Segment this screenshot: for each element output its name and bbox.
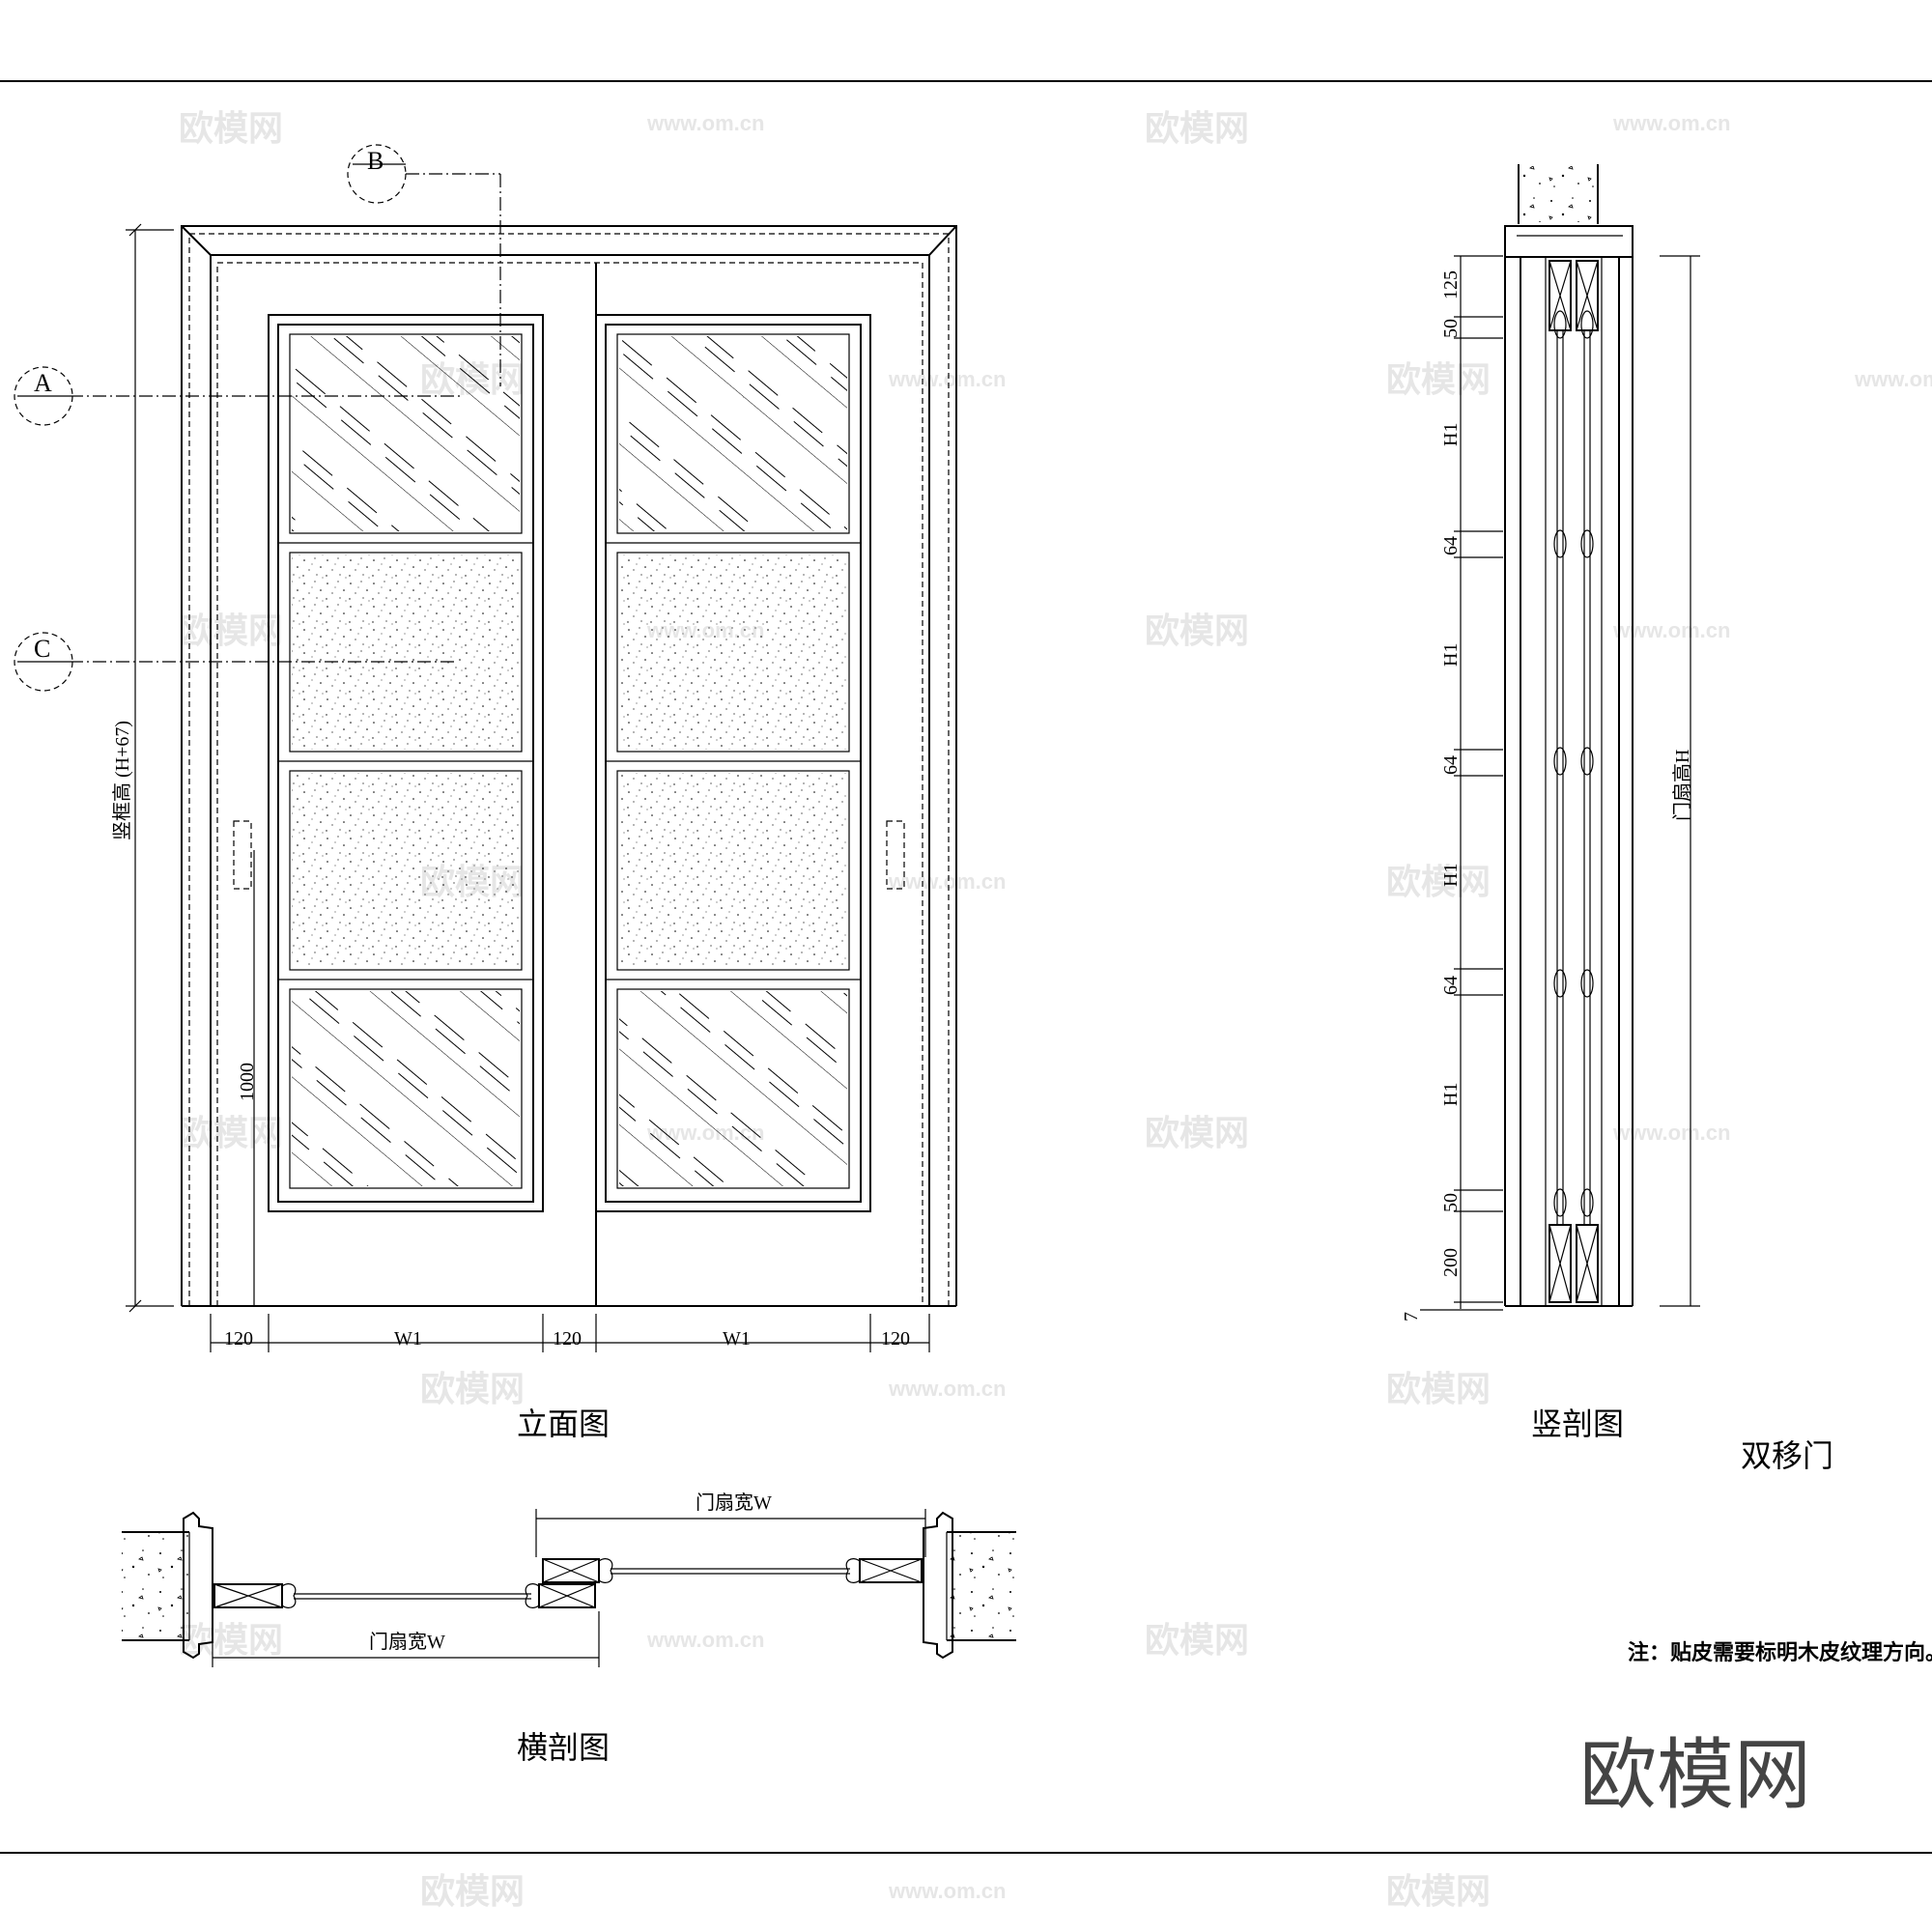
site-logo: 欧模网 — [1579, 1730, 1811, 1820]
watermark-text: 欧模网 — [1145, 1114, 1249, 1153]
watermark-url: www.om.cn — [1612, 1121, 1730, 1145]
veneer-note: 注：贴皮需要标明木皮纹理方向。 — [1628, 1640, 1932, 1665]
watermark-text: 欧模网 — [1145, 109, 1249, 149]
watermark-url: www.om.cn — [646, 1628, 764, 1652]
vs-dim-64-3: 64 — [1440, 976, 1462, 995]
vs-dim-50-bottom: 50 — [1440, 1193, 1462, 1212]
watermark-text: 欧模网 — [1145, 611, 1249, 651]
watermark-text: 欧模网 — [1386, 360, 1491, 400]
vs-dim-h1-3: H1 — [1440, 864, 1462, 887]
elevation-view: 1000 竖框高 (H+67) 120 W1 120 W1 120 A C — [14, 144, 957, 1442]
watermark-text: 欧模网 — [420, 1370, 525, 1409]
dim-120-left: 120 — [224, 1328, 253, 1350]
vs-dim-50-top: 50 — [1440, 319, 1462, 338]
leaf-width-bottom-label: 门扇宽W — [369, 1631, 445, 1653]
watermark-text: 欧模网 — [179, 109, 283, 149]
handle-height-label: 1000 — [237, 1063, 258, 1101]
watermark-url: www.om.cn — [1612, 111, 1730, 135]
right-handle — [886, 820, 905, 890]
dim-w1-left: W1 — [394, 1328, 422, 1350]
left-handle — [233, 820, 252, 890]
vs-dim-h1-1: H1 — [1440, 423, 1462, 446]
watermark-text: 欧模网 — [179, 1621, 283, 1661]
callout-b-label: B — [367, 147, 384, 175]
vs-dim-7: 7 — [1401, 1312, 1422, 1321]
callout-a-label: A — [34, 369, 52, 397]
horizontal-section-view: 门扇宽W 门扇宽W 横剖图 — [122, 1492, 1016, 1766]
right-leaf-panes — [606, 333, 861, 1189]
left-leaf-panes — [278, 333, 533, 1189]
vs-dim-64-1: 64 — [1440, 536, 1462, 555]
frame-height-label: 竖框高 (H+67) — [111, 721, 133, 840]
leaf-width-top-label: 门扇宽W — [696, 1492, 772, 1514]
watermark-url: www.om.cn — [646, 111, 764, 135]
vertical-section-title: 竖剖图 — [1531, 1406, 1624, 1442]
vertical-section-view: 125 50 H1 64 H1 64 H1 64 H1 50 200 7 门扇高… — [1401, 164, 1700, 1442]
elevation-title: 立面图 — [517, 1406, 610, 1442]
watermark-url: www.om.cn — [888, 1879, 1006, 1903]
vs-dim-64-2: 64 — [1440, 755, 1462, 775]
watermark-text: 欧模网 — [1386, 1370, 1491, 1409]
callout-c-label: C — [34, 635, 50, 663]
section-callout-b — [347, 144, 407, 204]
leaf-height-label: 门扇高H — [1671, 750, 1693, 821]
vs-dim-125: 125 — [1440, 270, 1462, 299]
watermark-url: www.om.cn — [1612, 618, 1730, 642]
watermark-text: 欧模网 — [1386, 1872, 1491, 1912]
door-type-label: 双移门 — [1741, 1437, 1833, 1474]
dim-w1-right: W1 — [723, 1328, 751, 1350]
watermark-url: www.om.cn — [888, 1377, 1006, 1401]
vs-dim-h1-2: H1 — [1440, 643, 1462, 667]
vs-dim-200: 200 — [1440, 1248, 1462, 1277]
watermark-text: 欧模网 — [1386, 863, 1491, 902]
watermark-url: www.om.cn — [888, 367, 1006, 391]
watermark-text: 欧模网 — [1145, 1621, 1249, 1661]
glazing-beads — [1553, 310, 1594, 1217]
section-callout-a — [14, 366, 73, 426]
watermark-text: 欧模网 — [179, 1114, 283, 1153]
watermark-text: 欧模网 — [179, 611, 283, 651]
watermark-text: 欧模网 — [420, 1872, 525, 1912]
vs-dim-h1-4: H1 — [1440, 1083, 1462, 1106]
watermark-url: www.om.cn — [888, 869, 1006, 894]
section-callout-c — [14, 632, 73, 692]
dim-120-right: 120 — [881, 1328, 910, 1350]
horizontal-section-title: 横剖图 — [517, 1729, 610, 1766]
watermark-url: www.om.cn — [1854, 367, 1932, 391]
dim-120-mid: 120 — [553, 1328, 582, 1350]
